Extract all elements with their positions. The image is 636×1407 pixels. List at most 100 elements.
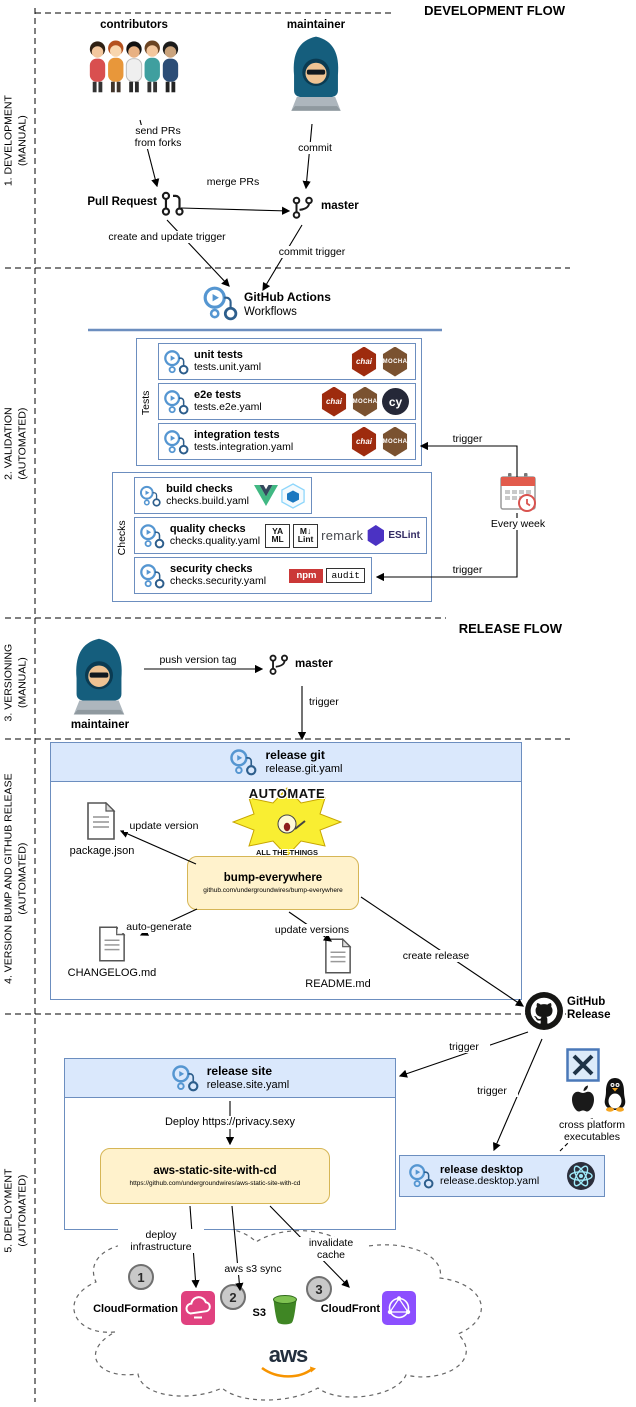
readme-icon [324,938,352,974]
aws-logo: aws [256,1344,320,1385]
webpack-icon [281,483,305,509]
workflow-title: build checks [166,483,233,496]
trigger-versioning-label: trigger [308,696,352,709]
github-actions-subtitle: Workflows [244,306,297,318]
github-release-label: GitHub Release [566,996,628,1023]
markdown-lint-icon: M↓ Lint [293,523,319,548]
automate-all-the-things-meme: AUTOMATE ALL THE THINGS [231,786,343,858]
workflow-title: quality checks [169,523,246,536]
bump-everywhere-title: bump-everywhere [223,872,323,884]
package-json-label: package.json [56,845,148,858]
linux-tux-icon [600,1076,630,1112]
step-1-badge: 1 [128,1264,154,1290]
step-3-badge: 3 [306,1276,332,1302]
workflow-integration-tests: integration tests tests.integration.yaml… [158,423,416,460]
chai-icon: chai [351,426,377,457]
mocha-icon: MOCHA [382,346,408,377]
workflow-file: checks.build.yaml [166,494,249,507]
electron-icon [566,1161,596,1191]
commit-label: commit [293,142,337,155]
aws-cd-title: aws-static-site-with-cd [153,1165,277,1177]
bump-everywhere-url: github.com/undergroundwires/bump-everywh… [203,887,343,894]
workflow-icon [163,389,189,415]
cypress-icon: cy [382,388,409,415]
pull-request-label: Pull Request [76,196,158,210]
aws-s3-sync-label: aws s3 sync [212,1263,294,1276]
release-site-header: release site release.site.yaml [64,1058,396,1098]
npm-audit-icon: audit [326,568,365,583]
cloudformation-label: CloudFormation [82,1303,178,1315]
s3-label: S3 [244,1307,266,1319]
every-week-label: Every week [468,518,568,531]
cloudfront-icon [382,1291,416,1325]
tests-group-label: Tests [140,390,153,416]
release-git-header: release git release.git.yaml [50,742,522,782]
workflow-unit-tests: unit tests tests.unit.yaml chai MOCHA [158,343,416,380]
master-versioning-label: master [294,658,342,672]
trigger-checks-label: trigger [440,564,495,577]
checks-group-label: Checks [116,520,129,556]
deploy-url-label: Deploy https://privacy.sexy [128,1116,332,1129]
cloudformation-icon [181,1291,215,1325]
aws-cd-url: https://github.com/undergroundwires/aws-… [129,1180,301,1187]
aws-smile-icon [261,1366,316,1378]
trigger-desktop-label: trigger [466,1085,518,1098]
update-version-label: update version [124,820,204,833]
side-label-version-bump: 4. VERSION BUMP AND GITHUB RELEASE (AUTO… [2,773,28,984]
aws-static-site-with-cd-box: aws-static-site-with-cd https://github.c… [100,1148,330,1204]
workflow-file: tests.e2e.yaml [194,400,262,413]
workflow-e2e-tests: e2e tests tests.e2e.yaml chai MOCHA cy [158,383,416,420]
package-json-icon [86,802,116,840]
chai-icon: chai [321,386,347,417]
workflow-file: checks.security.yaml [170,574,267,587]
workflow-security-checks: security checks checks.security.yaml npm… [134,557,372,594]
workflow-file: release.git.yaml [265,762,343,775]
update-versions-label: update versions [268,924,356,937]
workflow-icon [163,429,189,455]
npm-icon: npm [289,568,324,583]
workflow-icon [163,349,189,375]
github-actions-icon [202,285,238,321]
meme-bottom-text: ALL THE THINGS [256,848,318,857]
meme-top-text: AUTOMATE [248,786,326,801]
workflow-icon [139,563,165,589]
s3-icon [268,1292,302,1326]
contributors-label: contributors [100,19,168,31]
workflow-title: release desktop [440,1163,524,1176]
workflow-file: tests.unit.yaml [194,360,262,373]
mocha-icon: MOCHA [352,386,378,417]
master-label: master [320,200,368,214]
workflow-title: unit tests [194,349,243,362]
chai-icon: chai [351,346,377,377]
master-branch-icon [291,196,315,220]
github-release-icon [525,992,563,1030]
create-update-trigger-label: create and update trigger [98,231,236,244]
workflow-title: release git [265,748,325,763]
github-actions-title: GitHub Actions [244,290,331,304]
workflow-icon [139,523,165,549]
workflow-icon [171,1064,199,1092]
push-version-tag-label: push version tag [148,654,248,667]
pull-request-icon [160,191,186,217]
contributors-image [86,34,182,116]
eslint-wordmark: ESLint [388,530,420,541]
workflow-quality-checks: quality checks checks.quality.yaml YA ML… [134,517,427,554]
maintainer-image-versioning [64,636,134,722]
workflow-file: tests.integration.yaml [194,440,294,453]
cross-platform-label: cross platform executables [548,1119,636,1144]
maintainer-label: maintainer [286,19,346,31]
release-flow-title: RELEASE FLOW [392,621,562,636]
apple-icon [570,1084,596,1114]
commit-trigger-label: commit trigger [270,246,354,259]
auto-generate-label: auto-generate [118,921,200,934]
side-label-versioning: 3. VERSIONING (MANUAL) [2,643,28,722]
side-label-development: 1. DEVELOPMENT (MANUAL) [2,95,28,187]
development-flow-title: DEVELOPMENT FLOW [395,3,565,18]
workflow-title: release site [206,1064,273,1079]
invalidate-cache-label: invalidate cache [294,1237,368,1262]
vue-icon [254,485,278,506]
workflow-file: release.site.yaml [206,1078,290,1091]
workflow-title: integration tests [194,429,280,442]
changelog-label: CHANGELOG.md [52,967,172,980]
yaml-lint-icon: YA ML [265,523,291,548]
